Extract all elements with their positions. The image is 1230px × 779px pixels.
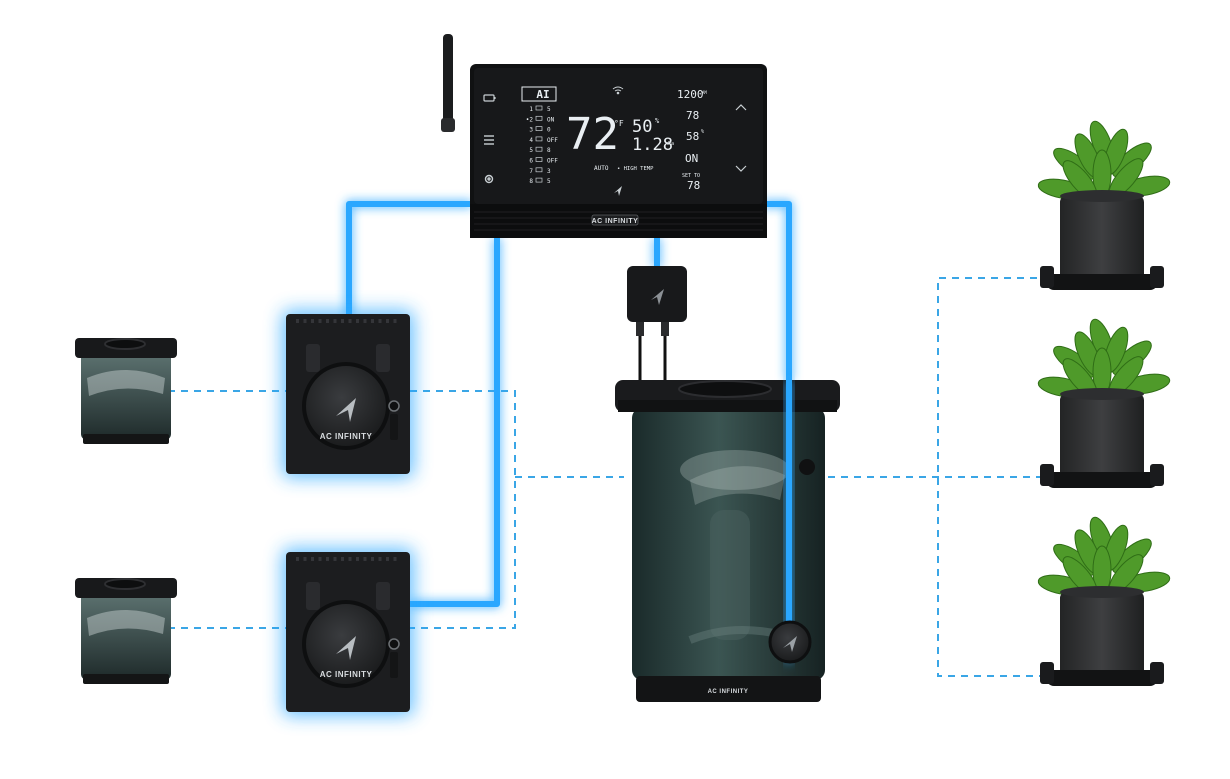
pot-tray <box>1046 670 1158 686</box>
small-tank-top <box>75 338 177 444</box>
port-value: 0 <box>547 127 551 134</box>
port-value: 5 <box>547 106 551 113</box>
sensor-hub <box>627 266 687 380</box>
mode-label: AI <box>536 88 549 101</box>
grow-pot <box>1060 592 1144 680</box>
vpd-unit: kPa <box>665 141 674 147</box>
port-device-icon <box>535 157 543 162</box>
port-device-icon <box>535 105 543 111</box>
pot-tray <box>1046 472 1158 488</box>
port-number: 4 <box>529 137 533 144</box>
port-number: 8 <box>529 178 533 185</box>
plant-middle <box>1037 318 1171 488</box>
port-device-icon <box>535 167 543 173</box>
pump-bottom: AC INFINITY <box>282 548 414 716</box>
up-arrow-icon[interactable] <box>735 104 747 111</box>
port-value: ON <box>547 116 555 123</box>
grow-pot <box>1060 394 1144 482</box>
mode-status: AUTO <box>594 165 609 172</box>
battery-icon <box>483 94 496 102</box>
temperature-unit: °F <box>614 119 624 128</box>
pump-top: AC INFINITY <box>282 310 414 478</box>
cable-controller-pump2 <box>410 238 500 607</box>
brand-logo-icon <box>614 186 622 196</box>
plant-bottom <box>1037 516 1171 686</box>
reservoir-fill-port <box>678 380 772 398</box>
port-value: OFF <box>547 158 558 165</box>
alert-status: • HIGH TEMP <box>617 166 654 172</box>
reservoir-probe <box>786 380 792 662</box>
glowing-cables <box>346 201 792 607</box>
line-pump1-trunk <box>410 390 516 629</box>
line-plant-manifold <box>937 277 1050 677</box>
right-hum-unit: % <box>701 129 704 135</box>
grow-pot <box>1060 196 1144 284</box>
cable-controller-sensor <box>762 201 792 380</box>
pump-logo-icon <box>336 636 356 660</box>
temperature-reading: 72 <box>566 109 619 160</box>
right-temp-value: 78 <box>686 109 699 122</box>
port-number: 1 <box>529 106 533 113</box>
port-value: 8 <box>547 147 551 154</box>
small-tank-bottom <box>75 578 177 684</box>
vpd-reading: 1.28 <box>632 135 673 155</box>
wifi-icon <box>612 86 624 95</box>
port-number: 6 <box>529 158 533 165</box>
down-arrow-icon[interactable] <box>735 165 747 172</box>
humidity-reading: 50 <box>632 117 652 137</box>
right-top-unit: AM <box>702 90 707 95</box>
right-top-value: 1200 <box>677 88 704 101</box>
gear-icon[interactable] <box>484 174 494 184</box>
controller-brand: AC INFINITY <box>592 218 639 225</box>
plant-top <box>1037 120 1171 290</box>
mode-box <box>521 86 557 102</box>
port-device-icon <box>535 136 543 142</box>
menu-icon[interactable] <box>484 135 494 145</box>
reservoir-brand: AC INFINITY <box>708 689 749 695</box>
right-state-value: ON <box>685 152 698 165</box>
controller-brand-plate <box>591 214 639 226</box>
pump-logo-icon <box>336 398 356 422</box>
set-to-label: SET TO <box>682 173 700 179</box>
pump-head <box>302 600 390 688</box>
port-number: 5 <box>529 147 533 154</box>
antenna <box>443 34 453 130</box>
cable-controller-pump1 <box>346 201 472 318</box>
port-value: OFF <box>547 137 558 144</box>
humidity-unit: % <box>655 117 660 125</box>
port-number: 3 <box>529 127 533 134</box>
port-device-icon <box>535 146 543 152</box>
port-value: 5 <box>547 178 551 185</box>
port-device-icon <box>535 126 543 131</box>
port-device-icon <box>535 177 543 183</box>
set-to-value: 78 <box>687 179 700 192</box>
pot-tray <box>1046 274 1158 290</box>
right-hum-value: 58 <box>686 130 699 143</box>
port-number: •2 <box>526 116 534 123</box>
port-value: 3 <box>547 168 551 175</box>
dashed-water-lines <box>168 277 1050 677</box>
port-number: 7 <box>529 168 533 175</box>
pump-head <box>302 362 390 450</box>
port-device-icon <box>535 115 543 121</box>
pump-brand: AC INFINITY <box>320 432 373 441</box>
hub-logo-icon <box>651 289 664 305</box>
reservoir: AC INFINITY <box>615 380 840 702</box>
pump-brand: AC INFINITY <box>320 670 373 679</box>
